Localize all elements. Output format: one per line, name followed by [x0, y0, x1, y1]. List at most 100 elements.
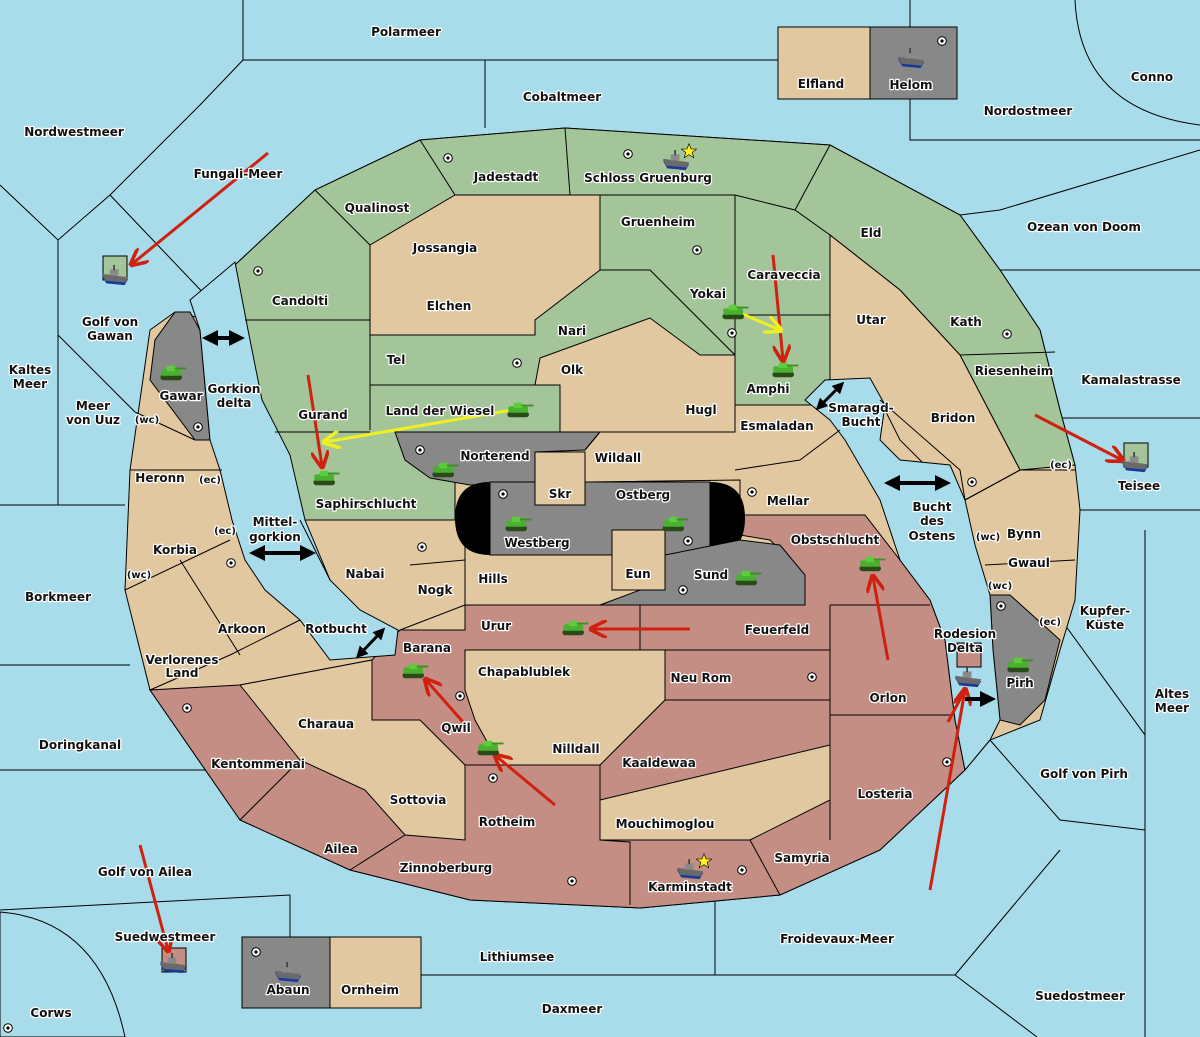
- label--ec-: (ec): [214, 526, 236, 537]
- supply-center-icon: [512, 358, 522, 368]
- label-doringkanal: Doringkanal: [39, 738, 121, 752]
- landmass: [102, 26, 1149, 1009]
- label-froidevaux-meer: Froidevaux-Meer: [780, 932, 894, 946]
- label-lithiumsee: Lithiumsee: [480, 950, 555, 964]
- supply-center-icon: [415, 445, 425, 455]
- label-kath: Kath: [950, 315, 982, 329]
- label-gurand: Gurand: [298, 408, 348, 422]
- label-barana: Barana: [403, 641, 451, 655]
- label-gorkion: gorkion: [249, 530, 301, 544]
- label-verlorenes: Verlorenes: [146, 653, 219, 667]
- label-mellar: Mellar: [767, 494, 809, 508]
- supply-center-icon: [253, 266, 263, 276]
- label-nordwestmeer: Nordwestmeer: [24, 125, 124, 139]
- label-nari: Nari: [558, 324, 586, 338]
- label-eun: Eun: [625, 567, 650, 581]
- label-kupfer-: Kupfer-: [1080, 604, 1130, 618]
- label-hugl: Hugl: [685, 403, 716, 417]
- label-golf-von-ailea: Golf von Ailea: [98, 865, 192, 879]
- supply-center-icon: [1002, 329, 1012, 339]
- supply-center-icon: [692, 245, 702, 255]
- label-teisee: Teisee: [1118, 479, 1160, 493]
- label-delta: delta: [217, 396, 252, 410]
- supply-center-icon: [3, 1023, 13, 1033]
- supply-center-icon: [251, 947, 261, 957]
- label-mouchimoglou: Mouchimoglou: [616, 817, 715, 831]
- label--wc-: (wc): [127, 570, 151, 581]
- supply-center-icon: [226, 558, 236, 568]
- label-land: Land: [166, 666, 199, 680]
- label-karminstadt: Karminstadt: [648, 880, 732, 894]
- label-samyria: Samyria: [774, 851, 829, 865]
- label-tel: Tel: [387, 353, 406, 367]
- label-qualinost: Qualinost: [345, 201, 410, 215]
- label-utar: Utar: [856, 313, 886, 327]
- label-orlon: Orlon: [869, 691, 906, 705]
- supply-center-icon: [737, 865, 747, 875]
- label-bynn: Bynn: [1007, 527, 1041, 541]
- label-heronn: Heronn: [135, 471, 184, 485]
- supply-center-icon: [498, 489, 508, 499]
- label-caraveccia: Caraveccia: [747, 268, 820, 282]
- label-riesenheim: Riesenheim: [975, 364, 1054, 378]
- label-kaltes: Kaltes: [9, 363, 52, 377]
- label-gawar: Gawar: [159, 389, 202, 403]
- label-suedwestmeer: Suedwestmeer: [115, 930, 216, 944]
- land-labels: Jadestadt Schloss GruenburgQualinostGruen…: [134, 169, 1055, 896]
- label-jossangia: Jossangia: [412, 241, 477, 255]
- supply-center-icon: [996, 601, 1006, 611]
- label-saphirschlucht: Saphirschlucht: [316, 497, 417, 511]
- label-amphi: Amphi: [746, 382, 789, 396]
- label-jadestadt: Jadestadt: [473, 170, 539, 184]
- label-ornheim: Ornheim: [341, 983, 399, 997]
- label-des: des: [920, 514, 944, 528]
- label-losteria: Losteria: [857, 787, 912, 801]
- label-land-der-wiesel: Land der Wiesel: [386, 404, 495, 418]
- label--ec-: (ec): [1039, 617, 1061, 628]
- label-feuerfeld: Feuerfeld: [745, 623, 810, 637]
- label-elchen: Elchen: [427, 299, 472, 313]
- label-polarmeer: Polarmeer: [371, 25, 441, 39]
- supply-center-icon: [567, 876, 577, 886]
- label-fungali-meer: Fungali-Meer: [194, 167, 283, 181]
- label-smaragd-: Smaragd-: [828, 401, 893, 415]
- label-borkmeer: Borkmeer: [25, 590, 91, 604]
- label-qwil: Qwil: [441, 721, 471, 735]
- label-golf-von-pirh: Golf von Pirh: [1040, 767, 1128, 781]
- label-pirh: Pirh: [1006, 676, 1033, 690]
- label-zinnoberburg: Zinnoberburg: [400, 861, 492, 875]
- label-eld: Eld: [861, 226, 882, 240]
- label-korbia: Korbia: [153, 543, 197, 557]
- label--wc-: (wc): [135, 415, 159, 426]
- label--ec-: (ec): [199, 475, 221, 486]
- label-delta: Delta: [947, 641, 983, 655]
- supply-center-icon: [417, 542, 427, 552]
- label-sund: Sund: [694, 568, 728, 582]
- label--ec-: (ec): [1050, 460, 1072, 471]
- label-gruenheim: Gruenheim: [621, 215, 695, 229]
- label-skr: Skr: [549, 487, 572, 501]
- supply-center-icon: [683, 536, 693, 546]
- label-westberg: Westberg: [504, 536, 569, 550]
- label-meer: Meer: [76, 399, 110, 413]
- supply-center-icon: [443, 153, 453, 163]
- label-nilldall: Nilldall: [552, 742, 599, 756]
- label-helom: Helom: [889, 78, 932, 92]
- label-gwaul: Gwaul: [1008, 556, 1050, 570]
- label-rodesion: Rodesion: [934, 627, 996, 641]
- label-bucht: Bucht: [841, 415, 880, 429]
- label-daxmeer: Daxmeer: [542, 1002, 603, 1016]
- label-nogk: Nogk: [418, 583, 454, 597]
- label-wildall: Wildall: [595, 451, 641, 465]
- label-esmaladan: Esmaladan: [740, 419, 813, 433]
- label-nordostmeer: Nordostmeer: [984, 104, 1073, 118]
- coast-labels: (wc)(ec)(ec)(wc)(ec)(wc)(wc)(ec): [126, 414, 1074, 630]
- label-gorkion: Gorkion: [208, 382, 261, 396]
- label-golf-von: Golf von: [82, 315, 138, 329]
- label-kentommenai: Kentommenai: [211, 757, 305, 771]
- label-schloss-gruenburg: Schloss Gruenburg: [584, 171, 712, 185]
- label-corws: Corws: [30, 1006, 71, 1020]
- label-neu-rom: Neu Rom: [671, 671, 732, 685]
- label-ostens: Ostens: [909, 529, 956, 543]
- supply-center-icon: [678, 585, 688, 595]
